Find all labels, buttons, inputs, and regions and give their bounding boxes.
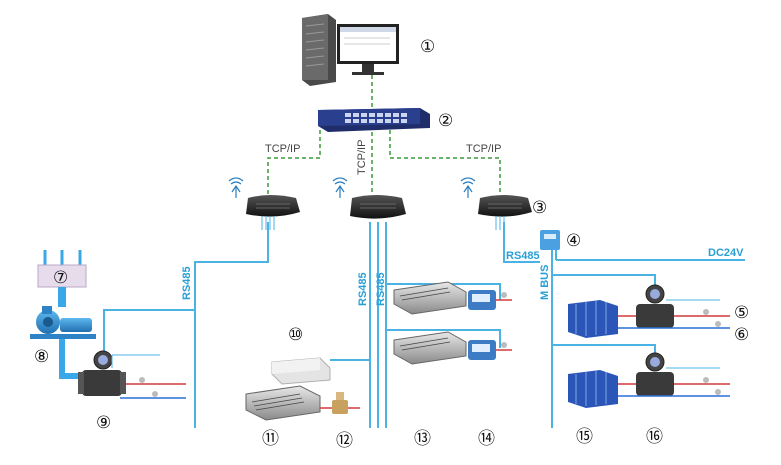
- heat-meter-right-lower: [618, 352, 730, 397]
- callout-15: ⑮: [576, 427, 593, 447]
- callout-5: ⑤: [734, 303, 749, 323]
- callout-2: ②: [438, 111, 453, 131]
- collector-manifold: [37, 250, 87, 307]
- network-switch: [318, 108, 430, 132]
- callout-6: ⑥: [734, 325, 749, 345]
- controller-box: [271, 357, 331, 385]
- rs485-label-b: RS485: [357, 272, 369, 306]
- fan-coil-unit-upper: [393, 281, 467, 315]
- callout-1: ①: [420, 37, 435, 57]
- callout-9: ⑨: [96, 413, 111, 433]
- dc24v-label: DC24V: [708, 247, 744, 259]
- antenna-icon: [228, 177, 244, 198]
- energy-meter-upper: [468, 290, 512, 310]
- callout-16: ⑯: [646, 427, 663, 447]
- rs485-label-a: RS485: [181, 266, 193, 300]
- gateway-left: [246, 195, 300, 230]
- callout-7: ⑦: [53, 268, 68, 288]
- rs485-label-c: RS485: [375, 272, 387, 306]
- mbus-label: M BUS: [539, 265, 551, 300]
- fan-coil-unit-lower: [393, 331, 467, 365]
- callout-14: ⑭: [478, 429, 495, 449]
- fan-coil-unit: [245, 385, 321, 421]
- callout-3: ③: [532, 198, 547, 218]
- tcp-label-right: TCP/IP: [466, 143, 501, 155]
- tcp-label-left: TCP/IP: [265, 143, 300, 155]
- heat-meter-right-upper: [618, 284, 730, 329]
- heat-exchanger-upper: [568, 300, 618, 338]
- callout-4: ④: [566, 231, 581, 251]
- server-workstation: [302, 14, 399, 86]
- gateway-right: [478, 195, 532, 230]
- water-pump: [30, 306, 96, 339]
- callout-10: ⑩: [288, 325, 303, 345]
- callout-8: ⑧: [34, 347, 49, 367]
- tcp-link-left: [267, 130, 321, 194]
- control-valve: [320, 392, 360, 414]
- energy-meter-lower: [468, 340, 512, 360]
- bus-lines: [103, 222, 745, 428]
- tcp-link-right: [389, 130, 501, 194]
- heat-exchanger-lower: [568, 370, 618, 408]
- rs485-label-d: RS485: [506, 250, 540, 262]
- callout-12: ⑫: [336, 431, 353, 451]
- antenna-icon: [460, 177, 476, 198]
- power-module: [540, 230, 560, 250]
- antenna-icon: [332, 177, 348, 198]
- callout-11: ⑪: [262, 429, 279, 449]
- gateway-middle: [350, 195, 406, 219]
- heat-meter-left: [78, 350, 186, 399]
- tcp-label-mid: TCP/IP: [356, 140, 368, 175]
- callout-13: ⑬: [414, 429, 431, 449]
